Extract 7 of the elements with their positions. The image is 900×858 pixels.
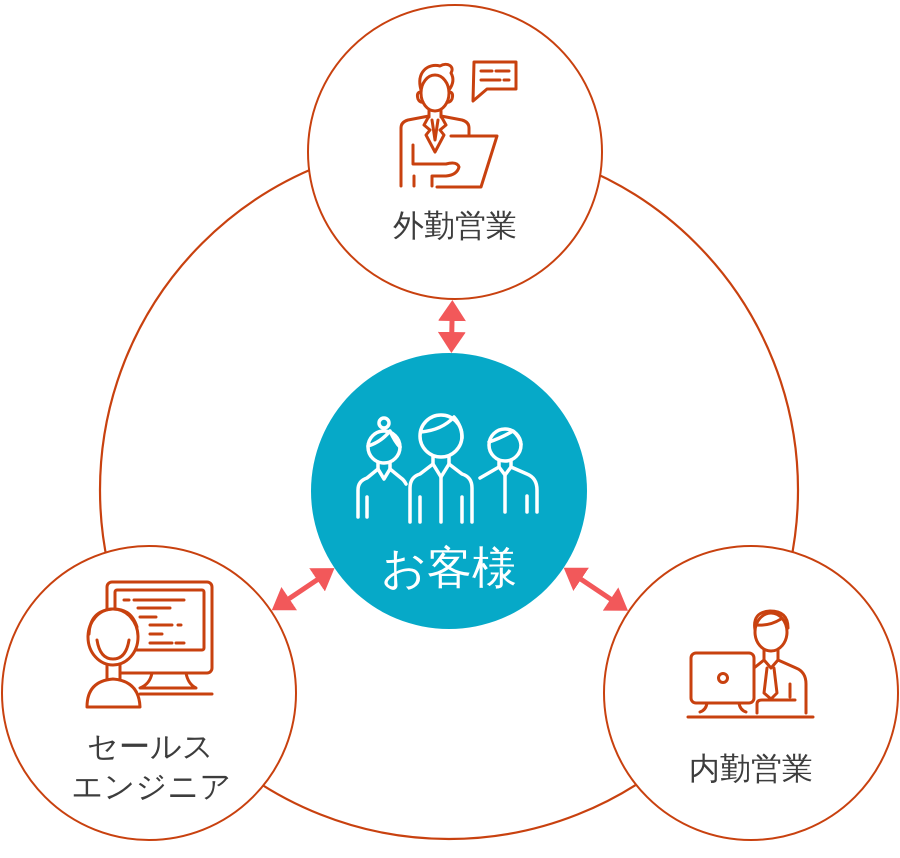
node-label: セールスエンジニア xyxy=(72,728,232,806)
node-label: 外勤営業 xyxy=(392,206,518,246)
node-label: お客様 xyxy=(380,542,518,594)
node-label: 内勤営業 xyxy=(688,750,814,788)
double-arrow xyxy=(270,566,336,612)
double-arrow xyxy=(438,300,466,354)
double-arrow xyxy=(562,566,630,613)
